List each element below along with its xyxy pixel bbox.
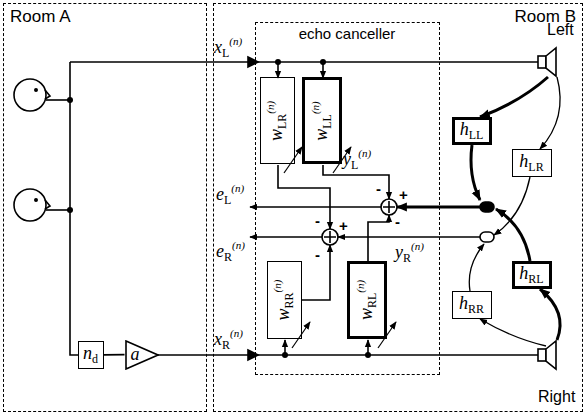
adaptive-filter: wLR(n) — [260, 77, 295, 164]
signal-name: xL(n) — [214, 39, 242, 56]
signal-connector — [104, 354, 125, 356]
signal-name: yL(n) — [343, 151, 371, 168]
acoustic-path — [471, 145, 480, 200]
region-title: Room B — [220, 7, 576, 27]
math-symbol: a — [131, 344, 140, 365]
filter-input — [322, 62, 324, 78]
side-label-box: Right — [538, 388, 575, 406]
room-response-box: hRL — [512, 261, 552, 289]
acoustic-path — [480, 319, 546, 346]
sign-mark: - — [395, 213, 400, 230]
loudspeaker — [538, 48, 556, 76]
math-symbol: hRL — [519, 263, 543, 287]
signal-name: eL(n) — [216, 186, 244, 203]
microphone-line — [338, 236, 480, 237]
acoustic-path — [496, 209, 530, 261]
acoustic-path — [540, 77, 560, 149]
echo-canceller-region: echo canceller wLR(n) wLL(n) wRR(n) wRL(n) — [255, 22, 440, 375]
arrow-head — [248, 57, 258, 67]
signal-name-box: eL(n) — [216, 183, 244, 206]
adaptive-filter: wLL(n) — [302, 77, 342, 164]
sign-mark-box: - — [315, 246, 320, 264]
summing-junction — [322, 229, 338, 245]
math-symbol: nd — [83, 343, 98, 367]
filter-input — [284, 340, 286, 355]
room-response-box: hLL — [452, 117, 492, 145]
side-label: Left — [547, 21, 574, 38]
talker-head — [14, 189, 70, 221]
arrow-head — [248, 350, 258, 360]
sign-mark-box: - — [395, 213, 400, 231]
math-symbol: wLR(n) — [264, 100, 290, 140]
filter-input — [277, 62, 279, 78]
side-label: Right — [538, 388, 575, 405]
acoustic-path — [480, 77, 548, 117]
sign-mark-box: + — [399, 186, 408, 204]
signal-name: yR(n) — [395, 244, 424, 261]
room-region: Room A nd a — [3, 3, 207, 412]
filter-input — [367, 340, 369, 355]
region-title: echo canceller — [260, 25, 435, 42]
adaptive-filter: wRR(n) — [267, 261, 302, 339]
math-symbol: wRL(n) — [354, 280, 380, 320]
amplifier-symbol — [125, 340, 159, 370]
error-output — [250, 206, 381, 208]
sign-mark: + — [399, 186, 408, 203]
acoustic-path — [540, 289, 560, 340]
filter-output — [368, 215, 389, 262]
adaptive-filter: wRL(n) — [347, 261, 387, 339]
sign-mark: - — [376, 180, 381, 197]
math-symbol: hLR — [519, 151, 543, 175]
sign-mark: + — [339, 217, 348, 234]
signal-name-box: yR(n) — [395, 241, 424, 264]
microphone — [480, 232, 494, 242]
error-output — [250, 236, 322, 238]
sign-mark: - — [315, 212, 320, 229]
microphone-line — [397, 206, 480, 209]
filter-output — [278, 165, 330, 229]
delay-box: nd — [78, 341, 104, 369]
sign-mark-box: - — [315, 212, 320, 230]
math-symbol: wRR(n) — [271, 280, 297, 321]
signal-name-box: xL(n) — [214, 36, 242, 59]
signal-wire — [70, 61, 538, 63]
signal-wire — [158, 354, 538, 356]
math-symbol: wLL(n) — [309, 101, 335, 141]
sign-mark: - — [315, 246, 320, 263]
junction-dot — [67, 59, 371, 358]
math-symbol: hLL — [460, 119, 484, 143]
filter-output — [302, 245, 330, 300]
signal-name-box: xR(n) — [214, 328, 243, 351]
talker-head — [14, 79, 70, 111]
acoustic-path — [494, 177, 530, 235]
signal-name: xR(n) — [214, 331, 243, 348]
gain-amplifier: a — [125, 340, 159, 370]
signal-name-box: yL(n) — [343, 148, 371, 171]
amplifier-outline — [126, 341, 158, 369]
microphone — [480, 202, 494, 212]
sign-mark-box: - — [376, 180, 381, 198]
room-response-box: hLR — [512, 149, 552, 177]
room-response-box: hRR — [452, 291, 492, 319]
signal-name: eR(n) — [216, 243, 245, 260]
signal-name-box: eR(n) — [216, 240, 245, 263]
acoustic-path — [469, 244, 484, 291]
side-label-box: Left — [547, 21, 574, 39]
math-symbol: hRR — [459, 293, 484, 317]
room-region: Room Becho canceller wLR(n) wLL(n) wRR(n) wR… — [213, 3, 583, 412]
summing-junction — [381, 199, 397, 215]
sign-mark-box: + — [339, 217, 348, 235]
region-title: Room A — [10, 7, 200, 27]
